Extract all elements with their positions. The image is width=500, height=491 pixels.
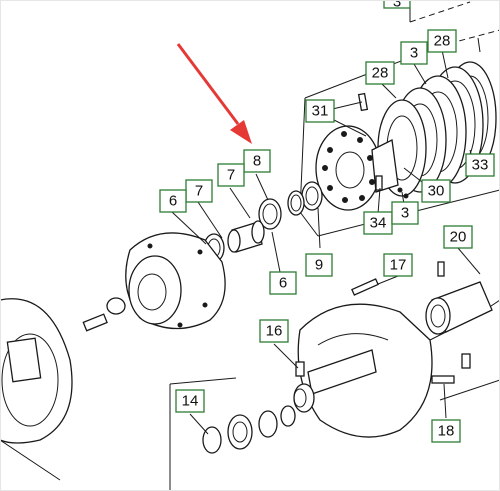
svg-text:28: 28 (372, 65, 389, 82)
callout-9: 9 (305, 253, 333, 277)
callout-3-c: 3 (391, 201, 419, 225)
callout-7-a: 7 (217, 163, 245, 187)
gear-housing-lower (293, 299, 500, 438)
svg-text:8: 8 (253, 153, 261, 170)
callout-17: 17 (383, 253, 413, 277)
callout-31: 31 (305, 99, 335, 123)
hub-bolts (357, 92, 409, 199)
main-housing-left (0, 298, 73, 481)
callout-6-b: 6 (269, 271, 297, 295)
hydraulic-elbow (425, 261, 493, 369)
callout-6-a: 6 (159, 189, 187, 213)
svg-text:9: 9 (315, 257, 323, 274)
callout-3-b: 3 (400, 41, 428, 65)
svg-text:3: 3 (393, 0, 401, 11)
lower-ring-stack (169, 377, 296, 491)
callout-28-b: 28 (365, 61, 395, 85)
callout-33: 33 (465, 153, 495, 177)
callout-16: 16 (259, 319, 289, 343)
svg-text:7: 7 (227, 167, 235, 184)
housing-flange (82, 232, 226, 332)
bolt-17 (351, 278, 379, 296)
svg-text:6: 6 (169, 193, 177, 210)
svg-text:3: 3 (401, 205, 409, 222)
callout-28-a: 28 (427, 29, 457, 53)
pointer-arrow (176, 43, 252, 144)
svg-text:14: 14 (182, 393, 199, 410)
callout-8: 8 (243, 149, 271, 173)
bolt-16 (295, 361, 305, 377)
svg-text:20: 20 (450, 229, 467, 246)
svg-text:34: 34 (370, 215, 387, 232)
svg-text:28: 28 (434, 33, 451, 50)
svg-text:3: 3 (410, 45, 418, 62)
callout-18: 18 (431, 419, 461, 443)
shaft-bearing-stack (203, 181, 323, 263)
callout-20: 20 (443, 225, 473, 249)
svg-text:18: 18 (438, 423, 455, 440)
callout-3-top: 3 (383, 0, 411, 11)
svg-text:30: 30 (428, 183, 445, 200)
callout-30: 30 (421, 179, 451, 203)
svg-text:6: 6 (279, 275, 287, 292)
svg-text:33: 33 (472, 157, 489, 174)
leader-lines (171, 8, 481, 435)
callout-14: 14 (175, 389, 205, 413)
svg-text:17: 17 (390, 257, 407, 274)
svg-text:31: 31 (312, 103, 329, 120)
bolt-18 (431, 375, 455, 384)
svg-text:16: 16 (266, 323, 283, 340)
svg-text:7: 7 (195, 183, 203, 200)
callout-34: 34 (363, 211, 393, 235)
